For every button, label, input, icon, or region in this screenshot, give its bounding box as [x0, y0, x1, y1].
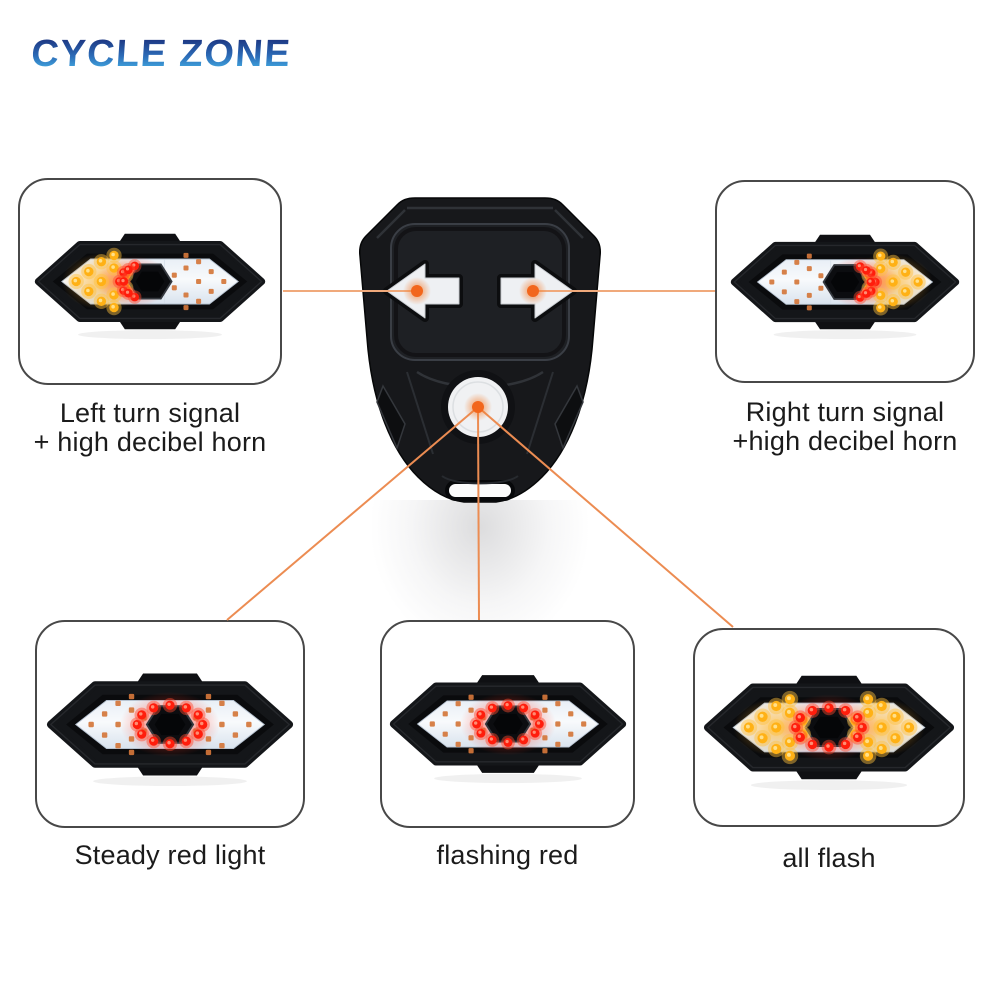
flashing-red-caption: flashing red: [380, 841, 635, 870]
caption-line: + high decibel horn: [33, 427, 267, 457]
caption-line: Steady red light: [74, 840, 266, 870]
tail-light-right-turn-signal: [729, 224, 961, 340]
tail-light-graphic: [703, 675, 955, 791]
feature-panel-left-turn: Left turn signal + high decibel horn: [18, 178, 282, 457]
feature-panel-right-turn: Right turn signal +high decibel horn: [715, 180, 975, 456]
all-flash-photo-box: [693, 628, 965, 827]
all-flash-caption: all flash: [693, 844, 965, 873]
tail-light-left-turn-signal: [33, 223, 267, 340]
tail-light-all-flash: [702, 664, 956, 791]
remote-top-bevel: [376, 206, 584, 239]
right-turn-photo-box: [715, 180, 975, 383]
lanyard-slot: [445, 480, 515, 501]
left-turn-photo-box: [18, 178, 282, 385]
caption-line: flashing red: [436, 840, 579, 870]
caption-line: all flash: [782, 843, 876, 873]
right-turn-caption: Right turn signal +high decibel horn: [715, 398, 975, 456]
feature-panel-flashing-red: flashing red: [380, 620, 635, 870]
feature-panel-steady-red: Steady red light: [35, 620, 305, 870]
steady-red-photo-box: [35, 620, 305, 828]
cycle-zone-logo: CYCLE ZONE: [30, 33, 293, 75]
tail-light-flashing-red: [388, 664, 628, 784]
steady-red-caption: Steady red light: [35, 841, 305, 870]
tail-light-graphic: [730, 234, 960, 339]
left-turn-caption: Left turn signal + high decibel horn: [18, 399, 282, 457]
caption-line: Left turn signal: [59, 398, 241, 428]
caption-line: Right turn signal: [745, 397, 945, 427]
tail-light-graphic: [34, 233, 266, 340]
logo-text: CYCLE ZONE: [30, 33, 293, 75]
flashing-red-photo-box: [380, 620, 635, 828]
tail-light-steady-red: [45, 662, 295, 787]
tail-light-graphic: [46, 673, 294, 786]
caption-line: +high decibel horn: [732, 426, 958, 456]
tail-light-graphic: [389, 675, 626, 784]
remote-control: [359, 197, 601, 503]
round-button: [448, 377, 508, 437]
feature-panel-all-flash: all flash: [693, 628, 965, 873]
